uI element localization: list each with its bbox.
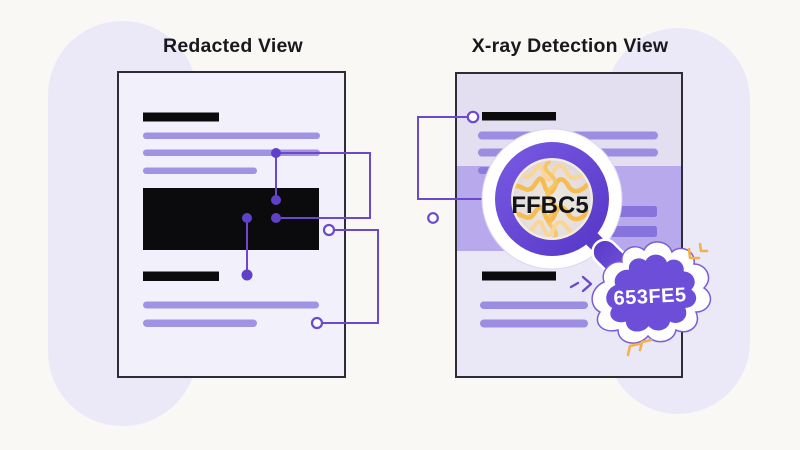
annotation-connectors-right bbox=[417, 110, 482, 224]
sparkle-chevron-icon bbox=[638, 338, 653, 352]
black-heading-bar bbox=[143, 271, 219, 281]
connector-bracket bbox=[417, 116, 482, 200]
sparkle-chevron-icon bbox=[687, 247, 701, 260]
connector-bracket bbox=[322, 229, 379, 324]
text-line bbox=[143, 319, 257, 327]
connector-bracket bbox=[276, 152, 371, 219]
black-heading-bar bbox=[482, 271, 556, 281]
redacted-document bbox=[117, 71, 346, 378]
connector-open-node bbox=[466, 110, 480, 124]
text-line bbox=[143, 132, 320, 139]
sparkle-chevron-icons bbox=[626, 242, 709, 357]
text-line bbox=[143, 167, 257, 174]
text-line bbox=[480, 301, 588, 309]
black-heading-bar bbox=[143, 112, 219, 122]
connector-node bbox=[241, 269, 253, 281]
connector-open-nodes-left bbox=[310, 223, 336, 330]
document-content bbox=[143, 112, 320, 327]
connector-node bbox=[271, 195, 281, 205]
arrow-dash bbox=[569, 281, 580, 289]
arrow-head bbox=[581, 275, 593, 293]
annotation-connectors-left bbox=[246, 152, 379, 324]
connector-node bbox=[242, 213, 252, 223]
connector-nodes-left bbox=[241, 148, 281, 281]
sparkle-chevron-icon bbox=[626, 342, 641, 357]
detection-blob: 653FE5 bbox=[591, 241, 712, 344]
text-line bbox=[143, 301, 319, 309]
lens-detected-text: FFBC5 bbox=[511, 192, 588, 219]
connector-open-node bbox=[322, 223, 336, 237]
document-border bbox=[455, 72, 683, 378]
black-heading-bar bbox=[482, 112, 556, 121]
sparkle-chevron-icon bbox=[698, 242, 709, 253]
wave-scribble bbox=[543, 160, 559, 238]
left-panel-title: Redacted View bbox=[163, 35, 304, 57]
connector-open-node bbox=[427, 212, 439, 224]
document-border bbox=[117, 71, 346, 378]
blob-detected-text: 653FE5 bbox=[613, 284, 687, 310]
arrow-right-icon bbox=[569, 275, 593, 293]
wave-line bbox=[513, 204, 591, 223]
connector-node bbox=[271, 213, 281, 223]
right-panel-title: X-ray Detection View bbox=[472, 35, 669, 57]
connector-node bbox=[271, 148, 281, 158]
text-line bbox=[480, 319, 588, 328]
connector-open-node bbox=[310, 316, 324, 330]
blob-fill bbox=[606, 254, 697, 332]
